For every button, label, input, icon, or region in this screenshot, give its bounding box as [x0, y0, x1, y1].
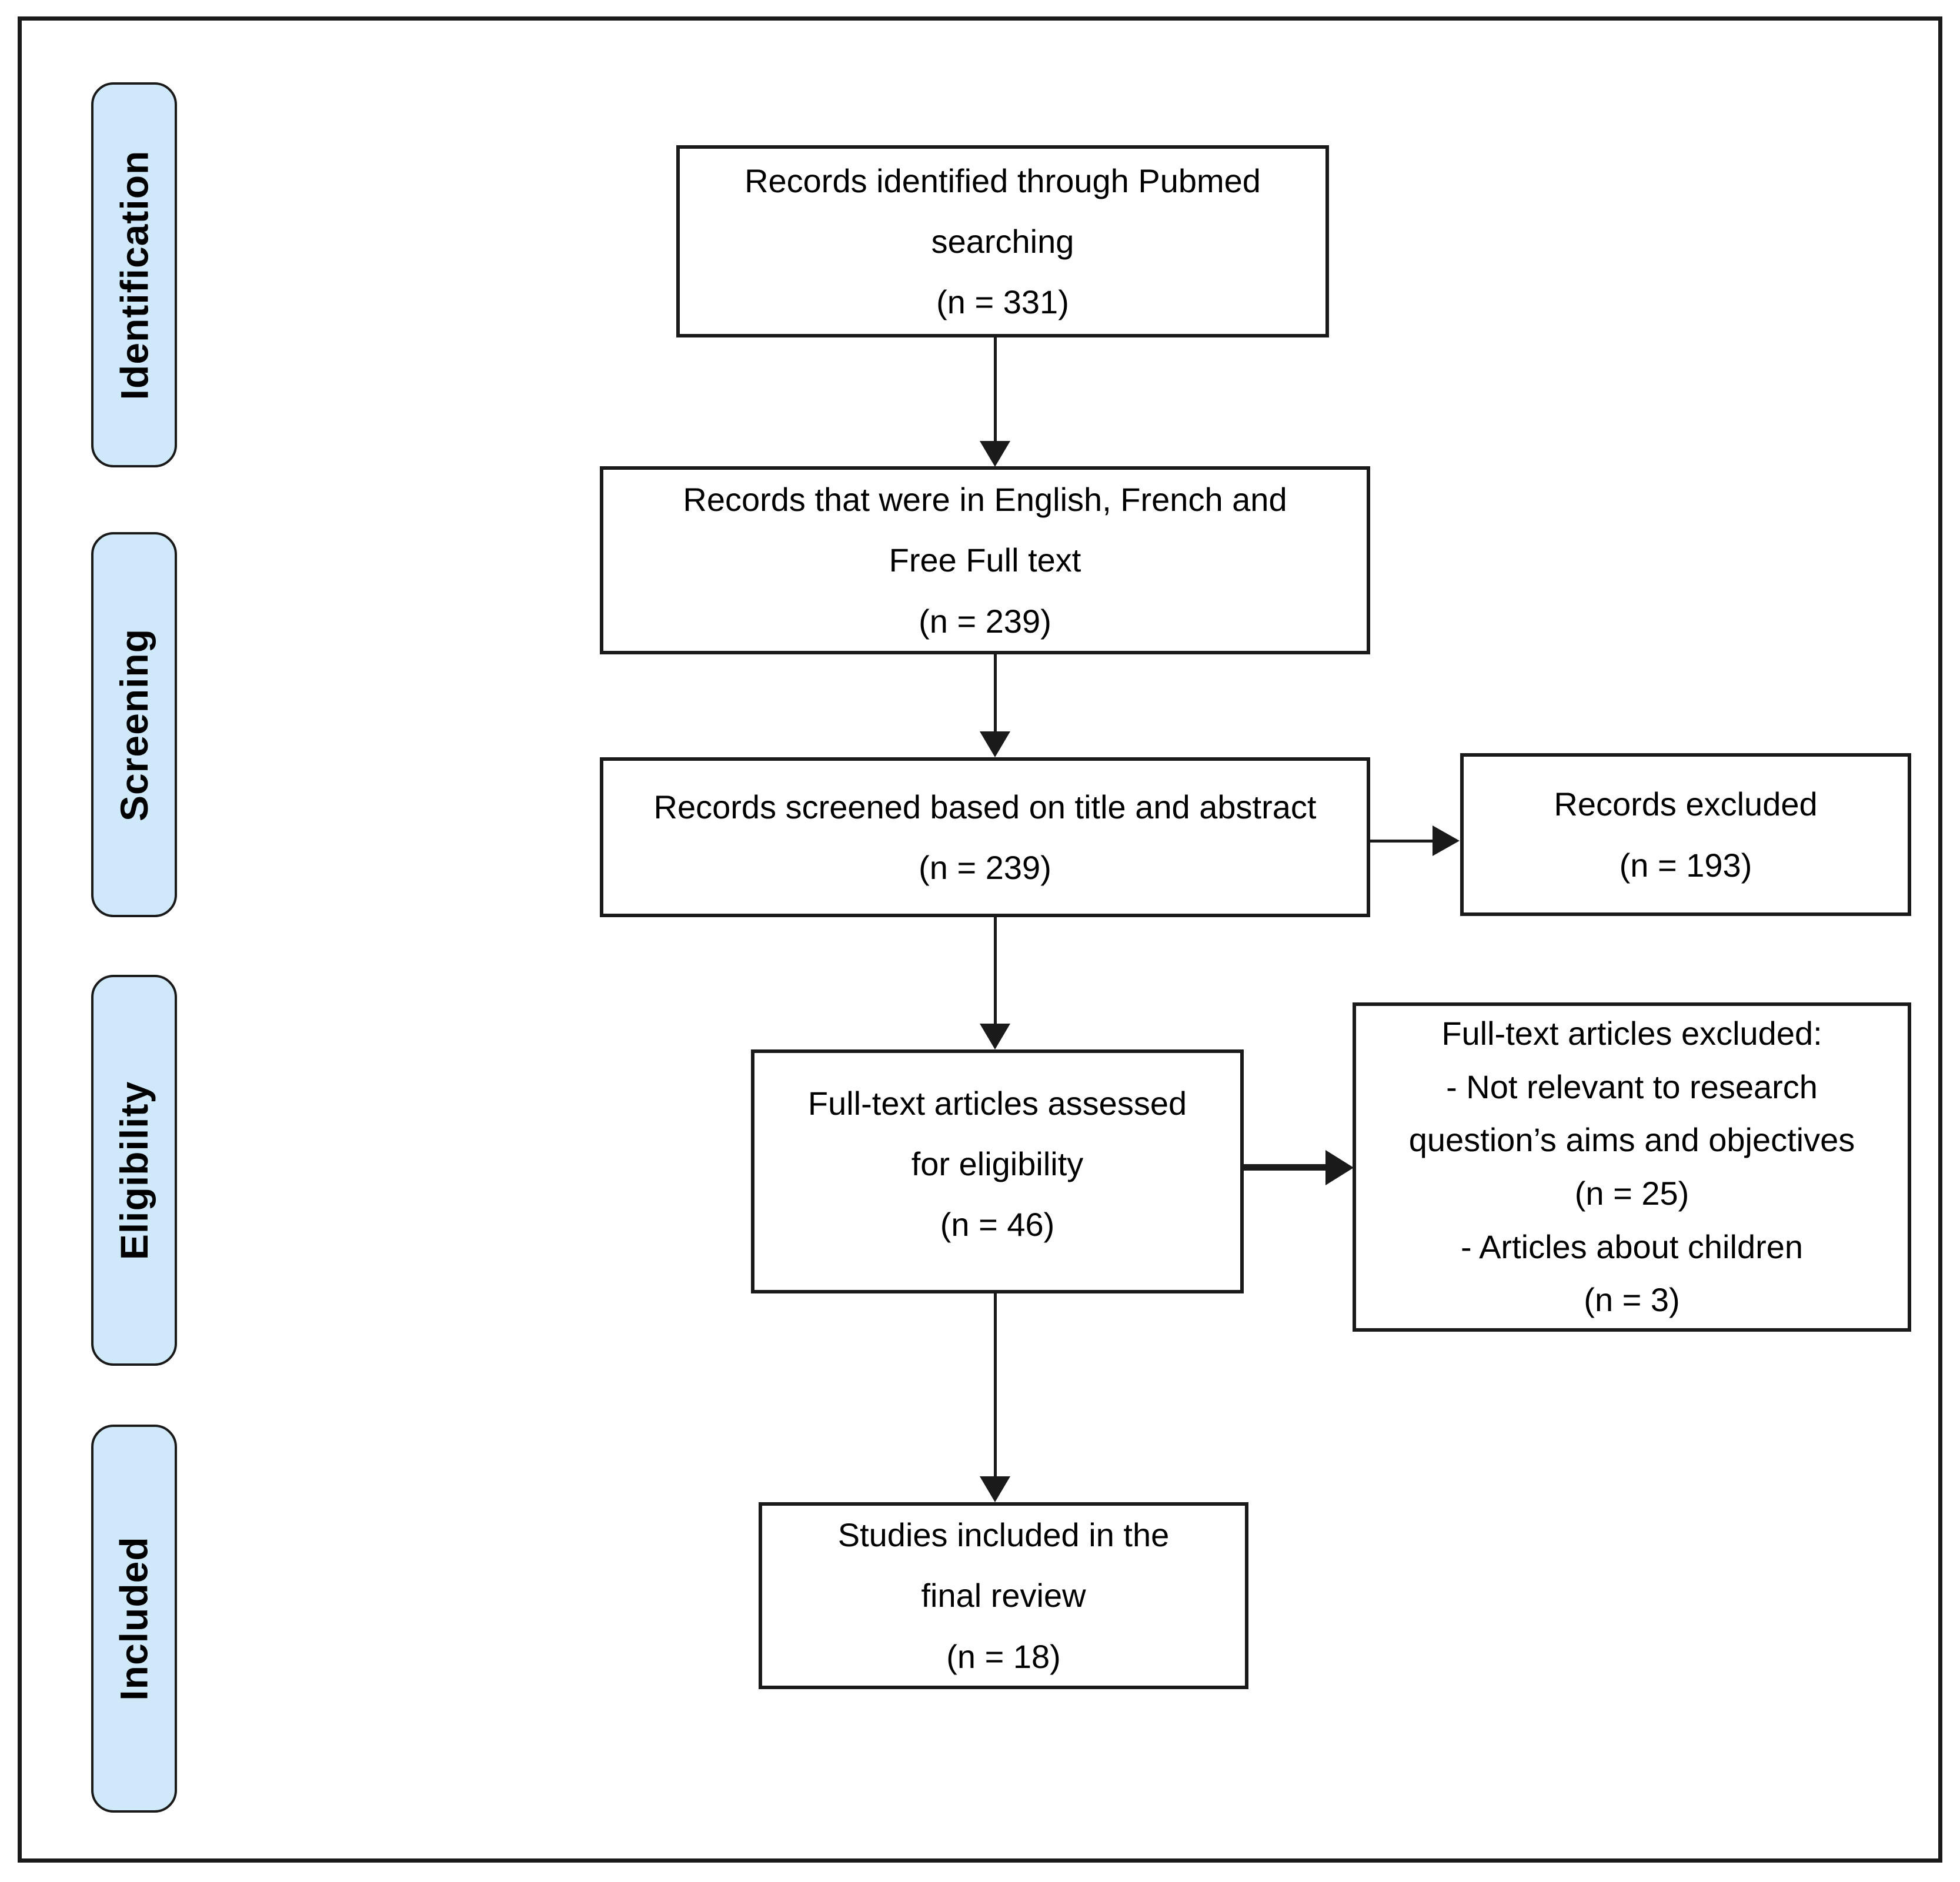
- box-language-filter-line-2: Free Full text: [889, 541, 1081, 579]
- box-fulltext-assessed-line-1: Full-text articles assessed: [807, 1085, 1187, 1122]
- stage-identification-label: Identification: [112, 150, 156, 400]
- box-studies-included-count: (n = 18): [946, 1637, 1061, 1675]
- box-records-identified: Records identified through Pubmed search…: [676, 145, 1329, 337]
- stage-eligibility: Eligibility: [91, 975, 177, 1366]
- stage-included: Included: [91, 1425, 177, 1813]
- box-fulltext-assessed-count: (n = 46): [940, 1206, 1055, 1243]
- box-records-excluded-count: (n = 193): [1619, 846, 1752, 884]
- box-fulltext-excluded-line-4: - Articles about children: [1460, 1228, 1804, 1265]
- box-fulltext-excluded-line-1: Full-text articles excluded:: [1441, 1014, 1822, 1052]
- connector-assessed-to-excluded: [1243, 1164, 1325, 1171]
- connector-identified-to-language: [994, 336, 997, 443]
- arrowhead-down-icon: [980, 1024, 1010, 1049]
- box-records-identified-line-1: Records identified through Pubmed: [744, 162, 1261, 199]
- stage-screening: Screening: [91, 532, 177, 917]
- arrowhead-right-icon: [1325, 1150, 1354, 1185]
- stage-included-label: Included: [112, 1536, 156, 1701]
- connector-screened-to-assessed: [994, 916, 997, 1025]
- box-studies-included-line-1: Studies included in the: [837, 1516, 1170, 1554]
- stage-screening-label: Screening: [112, 628, 156, 821]
- box-records-excluded-line-1: Records excluded: [1554, 785, 1818, 823]
- box-fulltext-assessed-line-2: for eligibility: [911, 1145, 1084, 1183]
- connector-assessed-to-included: [994, 1292, 997, 1477]
- box-records-identified-count: (n = 331): [936, 283, 1069, 321]
- box-fulltext-excluded-count-2: (n = 3): [1584, 1281, 1680, 1319]
- arrowhead-down-icon: [980, 441, 1010, 467]
- connector-language-to-screened: [994, 653, 997, 733]
- box-fulltext-excluded: Full-text articles excluded: - Not relev…: [1353, 1002, 1911, 1332]
- box-records-excluded: Records excluded (n = 193): [1460, 753, 1911, 916]
- box-fulltext-assessed: Full-text articles assessed for eligibil…: [751, 1049, 1244, 1293]
- box-language-filter-count: (n = 239): [919, 602, 1051, 640]
- connector-screened-to-excluded: [1370, 840, 1434, 843]
- arrowhead-down-icon: [980, 1476, 1010, 1502]
- arrowhead-down-icon: [980, 731, 1010, 757]
- box-fulltext-excluded-line-2: - Not relevant to research: [1446, 1068, 1818, 1105]
- diagram-border: [18, 16, 1942, 1863]
- box-records-screened-line-1: Records screened based on title and abst…: [653, 788, 1317, 825]
- box-fulltext-excluded-count-1: (n = 25): [1574, 1175, 1689, 1212]
- box-records-screened: Records screened based on title and abst…: [600, 757, 1370, 917]
- stage-eligibility-label: Eligibility: [112, 1081, 156, 1260]
- arrowhead-right-icon: [1433, 825, 1460, 856]
- box-language-filter-line-1: Records that were in English, French and: [683, 481, 1287, 519]
- box-studies-included: Studies included in the final review (n …: [759, 1502, 1248, 1689]
- stage-identification: Identification: [91, 82, 177, 467]
- box-language-filter: Records that were in English, French and…: [600, 466, 1370, 654]
- box-records-screened-count: (n = 239): [919, 849, 1051, 886]
- box-fulltext-excluded-line-3: question’s aims and objectives: [1408, 1121, 1855, 1159]
- box-studies-included-line-2: final review: [921, 1577, 1086, 1614]
- box-records-identified-line-2: searching: [931, 222, 1074, 260]
